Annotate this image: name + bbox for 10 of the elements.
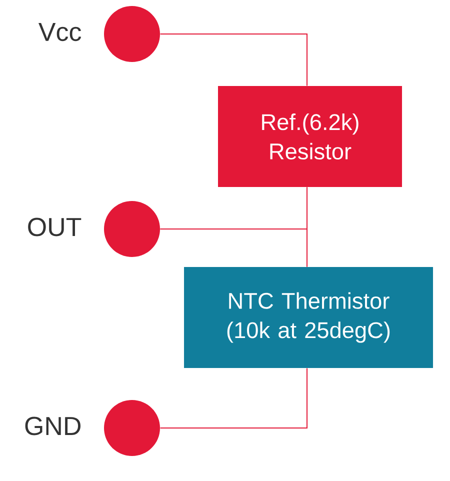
thermistor-box: NTC Thermistor (10k at 25degC): [184, 267, 433, 368]
pin-label: GND: [25, 416, 80, 436]
resistor-box: Ref.(6.2k) Resistor: [218, 86, 402, 187]
pin-label: OUT: [28, 218, 82, 236]
terminal-dot: [104, 201, 160, 257]
wire: [160, 368, 308, 428]
terminal-dot: [104, 400, 160, 456]
pin-label: Vcc: [38, 22, 82, 42]
terminal-dot: [104, 6, 160, 62]
wire: [160, 34, 308, 86]
